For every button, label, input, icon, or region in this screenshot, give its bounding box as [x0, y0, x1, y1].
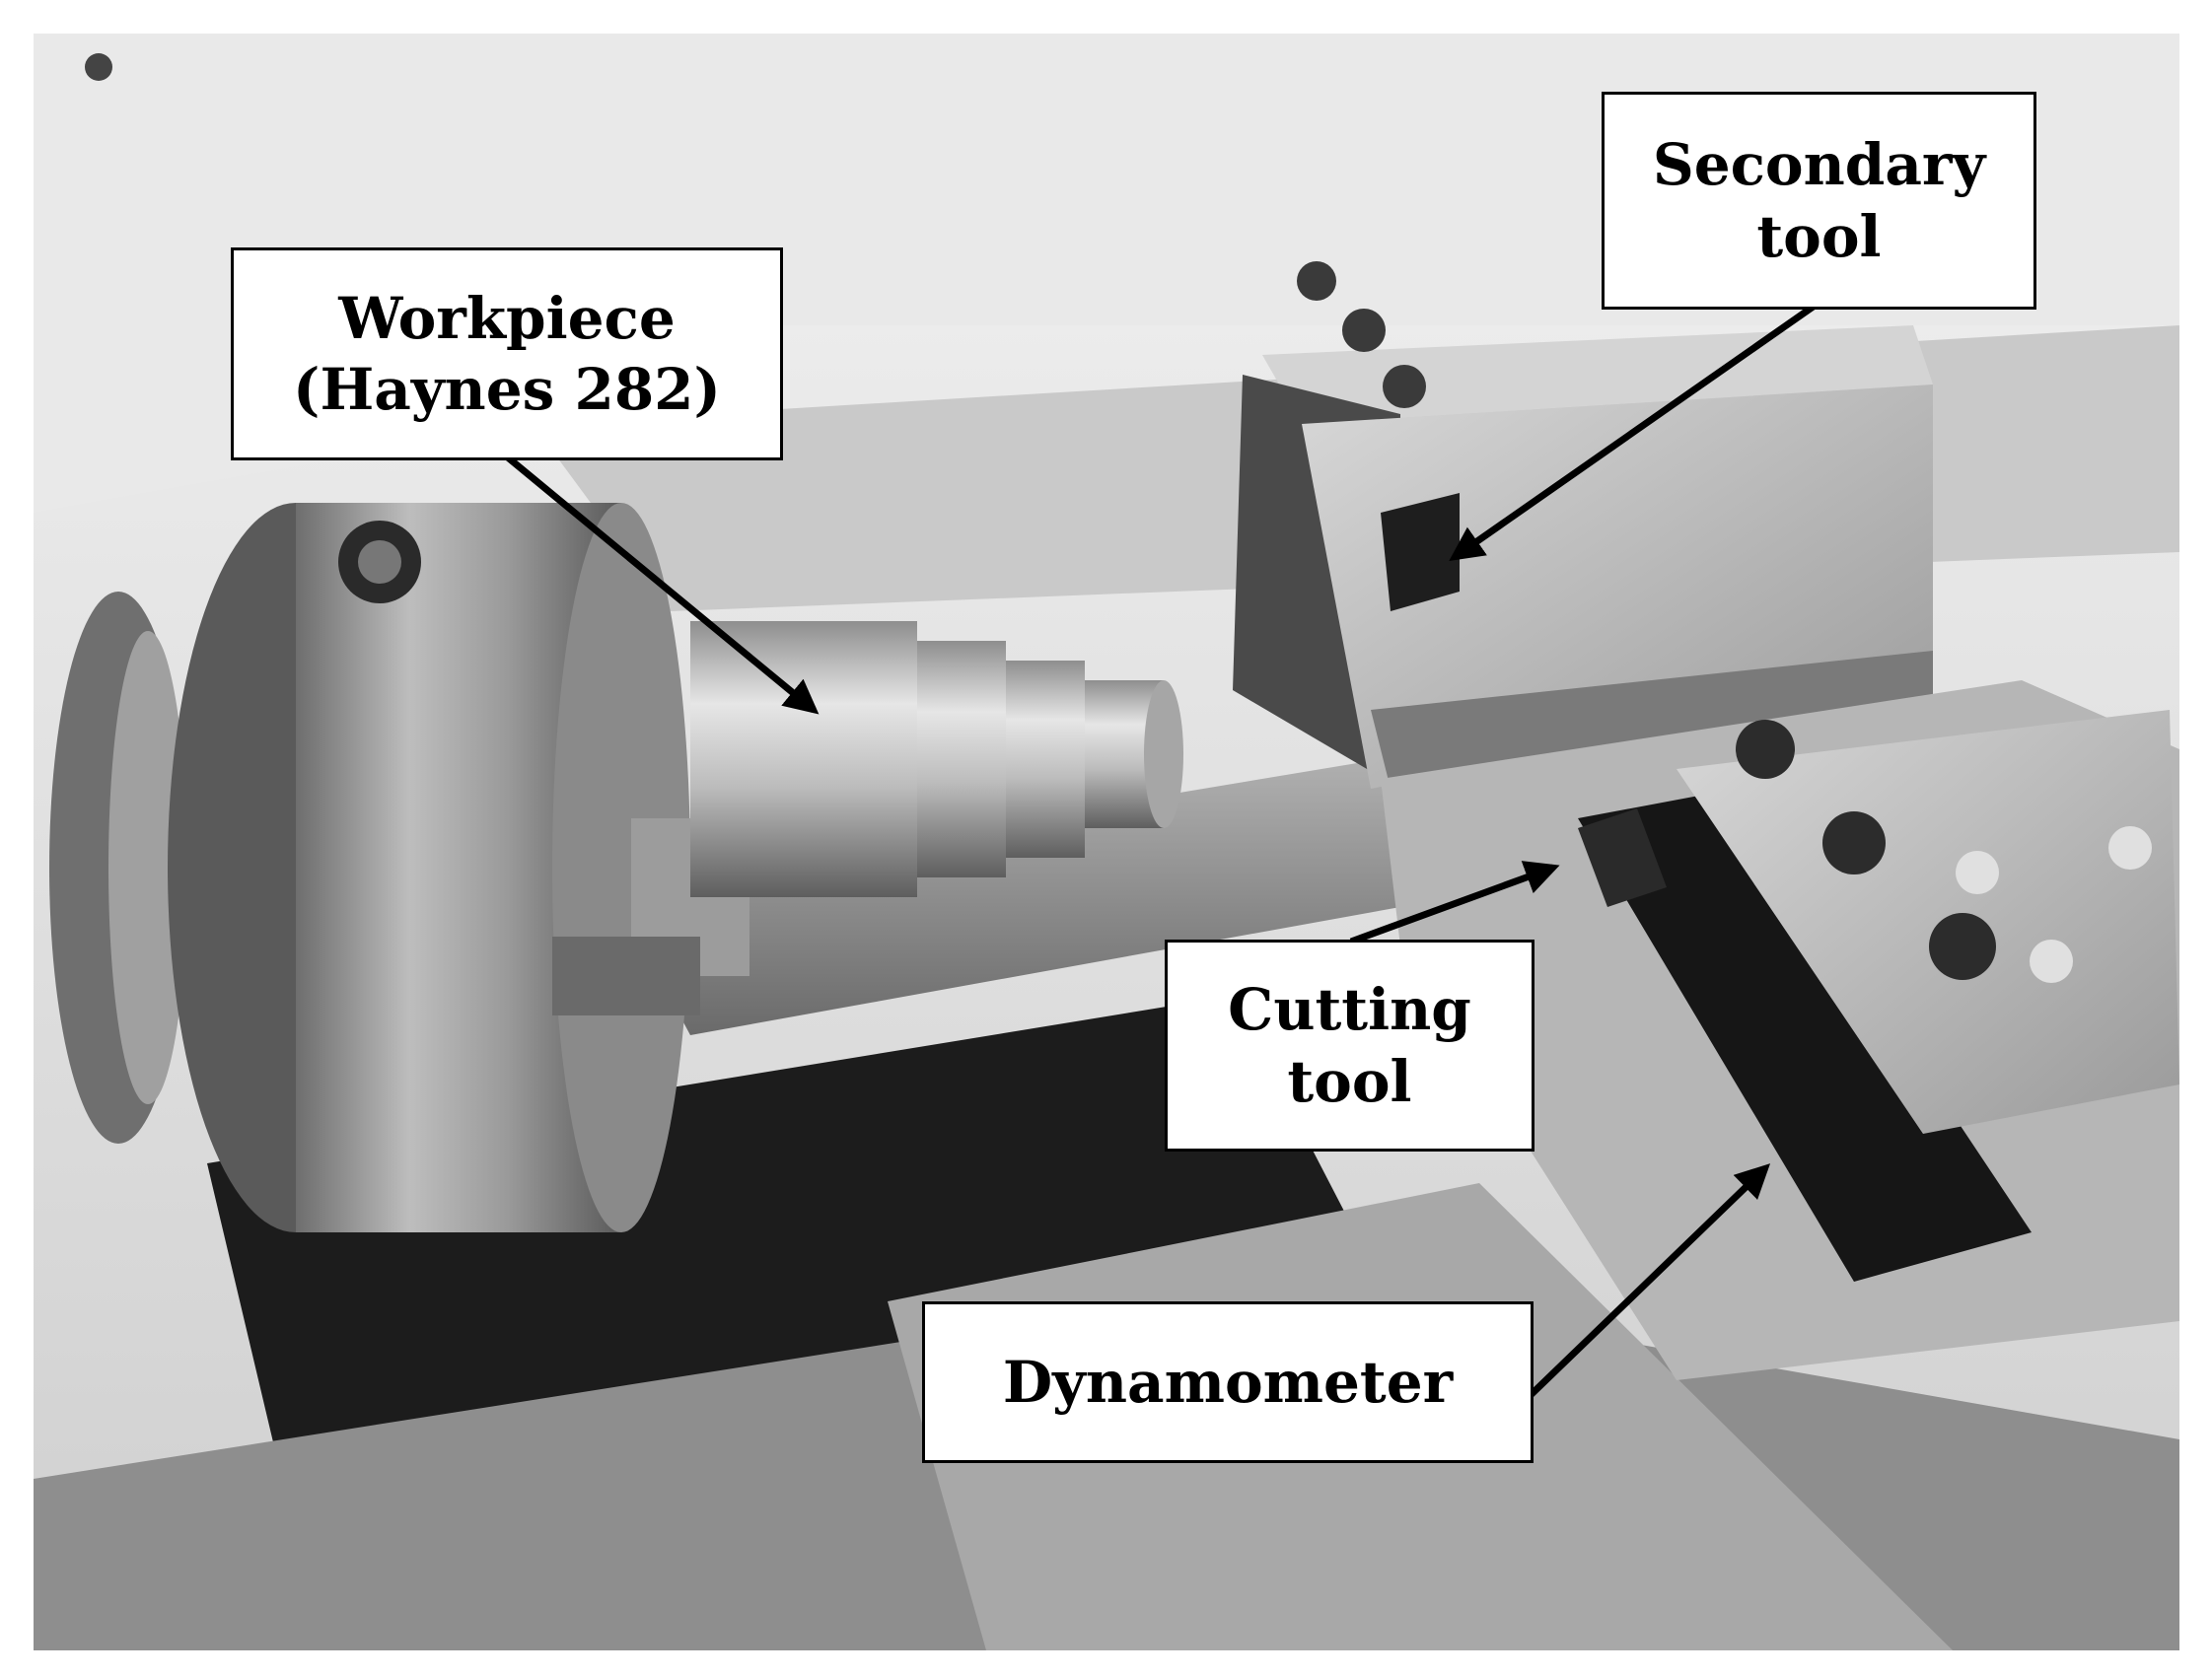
workpiece-label-line1: Workpiece	[338, 284, 676, 352]
workpiece-label: Workpiece (Haynes 282)	[231, 247, 783, 460]
secondary-tool-top	[1262, 325, 1933, 424]
chuck-face	[552, 503, 690, 1232]
bed-rail	[611, 759, 1400, 1035]
tool-post-block	[1677, 710, 2179, 1134]
chuck-jaw-lower	[552, 937, 700, 1015]
cutting-tool-label-line1: Cutting	[1228, 976, 1471, 1043]
tool-post-nut-3	[2108, 826, 2152, 870]
secondary-tool-bolt-2	[1342, 309, 1386, 352]
cutting-tool-insert	[1578, 808, 1667, 907]
workpiece-label-line2: (Haynes 282)	[293, 356, 721, 423]
secondary-tool-label-line2: tool	[1756, 202, 1882, 270]
secondary-tool-base	[1371, 651, 1933, 789]
secondary-tool-insert	[1381, 493, 1460, 611]
tool-post-bolt-3	[1929, 913, 1996, 980]
secondary-tool-arrow	[1449, 303, 1818, 562]
cutting-tool-arrow	[1349, 861, 1560, 945]
tool-post-nut-2	[2030, 940, 2073, 983]
dynamometer-label-line1: Dynamometer	[1002, 1348, 1454, 1416]
dynamometer-arrow	[1528, 1163, 1771, 1398]
dynamometer-label: Dynamometer	[922, 1301, 1534, 1463]
workpiece-end	[1144, 680, 1183, 828]
tool-post-bolt-1	[1736, 720, 1795, 779]
spindle-ring	[108, 631, 187, 1104]
secondary-tool-bolt-1	[1297, 261, 1336, 301]
cutting-tool-label: Cutting tool	[1165, 940, 1534, 1152]
secondary-tool-label: Secondary tool	[1602, 92, 2036, 310]
workpiece-section-1	[690, 621, 917, 897]
tool-post-bolt-2	[1822, 811, 1886, 874]
screw-head	[85, 53, 112, 81]
dynamometer-body	[1578, 789, 2032, 1282]
tool-post-nut-1	[1956, 851, 1999, 894]
secondary-tool-label-line1: Secondary	[1652, 131, 1986, 198]
cutting-tool-label-line2: tool	[1287, 1047, 1412, 1115]
secondary-tool-bolt-3	[1383, 365, 1426, 408]
workpiece-section-3	[1006, 661, 1085, 858]
workpiece-section-2	[917, 641, 1006, 877]
chuck-key-hole-inner	[358, 540, 401, 584]
workpiece-arrow	[500, 451, 820, 715]
